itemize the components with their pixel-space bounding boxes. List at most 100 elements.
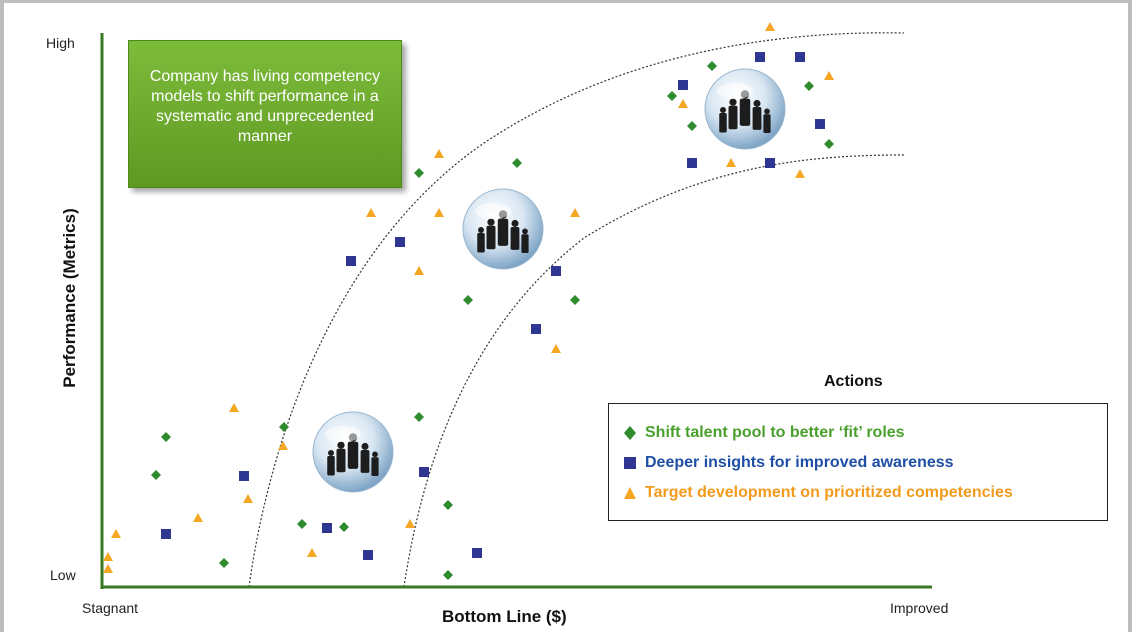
upper-band-curve bbox=[248, 32, 905, 588]
triangle-marker bbox=[726, 158, 736, 167]
person-head bbox=[720, 107, 726, 113]
team-emblem-low bbox=[312, 411, 394, 493]
person-body bbox=[728, 105, 738, 130]
emblem-highlight bbox=[717, 83, 753, 99]
diamond-marker bbox=[443, 500, 453, 510]
legend-item-shift-talent: Shift talent pool to better ‘fit’ roles bbox=[621, 424, 905, 442]
triangle-marker bbox=[824, 71, 834, 80]
data-markers bbox=[103, 22, 834, 580]
emblem-highlight bbox=[325, 426, 361, 442]
axes bbox=[100, 33, 932, 589]
square-marker bbox=[678, 80, 688, 90]
diamond-marker bbox=[687, 121, 697, 131]
square-marker bbox=[346, 256, 356, 266]
person-head bbox=[764, 108, 770, 115]
person-body bbox=[510, 226, 520, 250]
team-emblem-mid bbox=[462, 188, 544, 270]
legend-label: Deeper insights for improved awareness bbox=[645, 454, 954, 471]
triangle-marker bbox=[366, 208, 376, 217]
diamond-marker bbox=[219, 558, 229, 568]
square-marker bbox=[815, 119, 825, 129]
square-marker bbox=[551, 266, 561, 276]
person-head bbox=[337, 441, 345, 449]
square-marker bbox=[161, 529, 171, 539]
square-marker bbox=[419, 467, 429, 477]
triangle-marker bbox=[278, 441, 288, 450]
person-head bbox=[361, 442, 369, 450]
diamond-marker bbox=[707, 61, 717, 71]
lower-band-curve bbox=[403, 154, 905, 588]
triangle-marker bbox=[570, 208, 580, 217]
diamond-marker bbox=[667, 91, 677, 101]
legend-label: Target development on prioritized compet… bbox=[645, 484, 1013, 501]
square-marker-icon bbox=[624, 457, 636, 469]
legend-title: Actions bbox=[824, 373, 883, 390]
triangle-marker bbox=[434, 208, 444, 217]
square-marker bbox=[531, 324, 541, 334]
triangle-marker bbox=[795, 169, 805, 178]
person-head bbox=[729, 98, 737, 106]
square-marker bbox=[239, 471, 249, 481]
diamond-marker bbox=[804, 81, 814, 91]
person-head bbox=[478, 227, 484, 233]
square-marker bbox=[395, 237, 405, 247]
diamond-marker-icon bbox=[624, 426, 636, 440]
triangle-marker bbox=[434, 149, 444, 158]
team-emblem-high bbox=[704, 68, 786, 150]
legend-item-target-development: Target development on prioritized compet… bbox=[621, 484, 1013, 502]
triangle-marker bbox=[103, 564, 113, 573]
triangle-marker bbox=[243, 494, 253, 503]
legend-item-deeper-insights: Deeper insights for improved awareness bbox=[621, 454, 954, 472]
diamond-marker bbox=[297, 519, 307, 529]
triangle-marker bbox=[551, 344, 561, 353]
square-marker bbox=[755, 52, 765, 62]
person-head bbox=[753, 99, 761, 107]
callout-box: Company has living competency models to … bbox=[128, 40, 402, 188]
diagram-svg bbox=[100, 22, 932, 589]
person-body bbox=[327, 456, 335, 476]
person-head bbox=[511, 219, 519, 227]
diamond-marker bbox=[463, 295, 473, 305]
triangle-marker bbox=[414, 266, 424, 275]
triangle-marker bbox=[229, 403, 239, 412]
diamond-marker bbox=[824, 139, 834, 149]
person-body bbox=[347, 441, 359, 469]
person-body bbox=[336, 448, 346, 473]
diamond-marker bbox=[443, 570, 453, 580]
triangle-marker-icon bbox=[624, 487, 636, 499]
person-body bbox=[739, 98, 751, 126]
triangle-marker bbox=[193, 513, 203, 522]
square-marker bbox=[322, 523, 332, 533]
diamond-marker bbox=[151, 470, 161, 480]
person-body bbox=[497, 218, 509, 246]
x-axis-high-label: Improved bbox=[890, 600, 949, 616]
triangle-marker bbox=[405, 519, 415, 528]
triangle-marker bbox=[678, 99, 688, 108]
diamond-marker bbox=[414, 168, 424, 178]
triangle-marker bbox=[307, 548, 317, 557]
diamond-marker bbox=[414, 412, 424, 422]
person-body bbox=[719, 113, 727, 133]
person-body bbox=[763, 114, 771, 133]
y-axis-title: Performance (Metrics) bbox=[60, 208, 79, 388]
person-head bbox=[328, 450, 334, 456]
square-marker bbox=[765, 158, 775, 168]
person-head bbox=[522, 228, 528, 235]
diamond-marker bbox=[161, 432, 171, 442]
diamond-marker bbox=[339, 522, 349, 532]
person-body bbox=[752, 106, 762, 130]
person-body bbox=[477, 233, 485, 253]
trend-band bbox=[248, 32, 905, 588]
person-body bbox=[521, 234, 529, 253]
diamond-marker bbox=[279, 422, 289, 432]
team-emblems bbox=[312, 68, 786, 493]
person-head bbox=[372, 451, 378, 458]
triangle-marker bbox=[765, 22, 775, 31]
person-body bbox=[371, 457, 379, 476]
legend-box: Shift talent pool to better ‘fit’ roles … bbox=[608, 403, 1108, 521]
person-head bbox=[487, 218, 495, 226]
square-marker bbox=[795, 52, 805, 62]
y-axis-high-label: High bbox=[46, 35, 75, 51]
person-body bbox=[486, 225, 496, 250]
y-axis-low-label: Low bbox=[50, 567, 76, 583]
